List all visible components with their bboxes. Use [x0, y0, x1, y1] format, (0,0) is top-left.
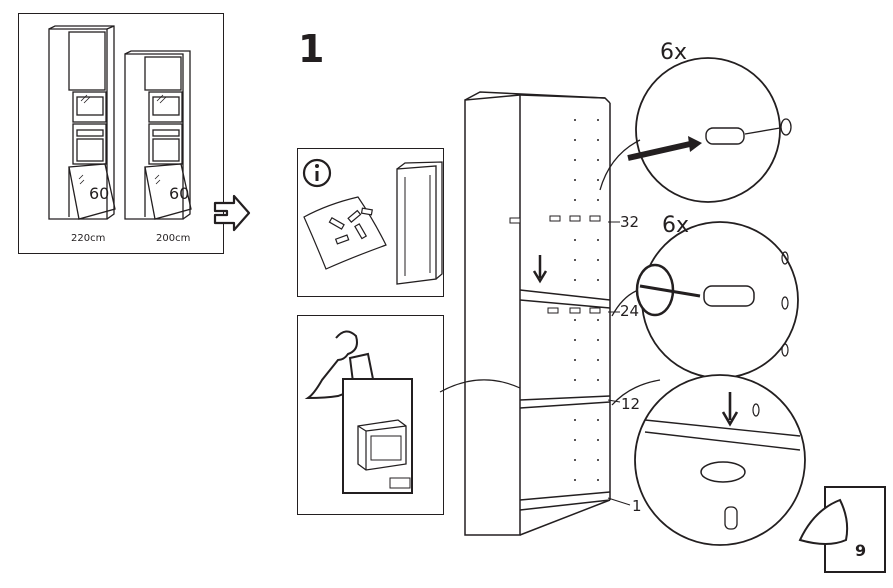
cabinets-overview-illustration	[48, 25, 192, 220]
hole-label-middle-shelf: 24	[620, 302, 640, 320]
small-cabinet-depth-label: 60	[169, 184, 190, 203]
oven-note-illustration	[304, 330, 413, 494]
hole-label-top-shelf: 32	[620, 213, 640, 231]
large-cabinet-height-label: 220cm	[71, 233, 106, 244]
hole-label-bottom: 1	[632, 497, 642, 515]
large-cabinet-depth-label: 60	[89, 184, 110, 203]
overview-frame: 60 60 220cm 200cm	[18, 13, 224, 254]
continue-arrow-icon	[213, 194, 251, 232]
info-box	[297, 148, 444, 297]
dowels-quantity-label: 6x	[660, 40, 688, 65]
hardware-bag-illustration	[302, 158, 443, 285]
hole-label-lower-shelf: 12	[621, 395, 641, 413]
cam-screws-quantity-label: 6x	[662, 213, 690, 238]
next-page-number: 9	[855, 541, 867, 560]
step-number: 1	[298, 27, 325, 71]
small-cabinet-height-label: 200cm	[156, 233, 191, 244]
oven-note-box	[297, 315, 444, 515]
